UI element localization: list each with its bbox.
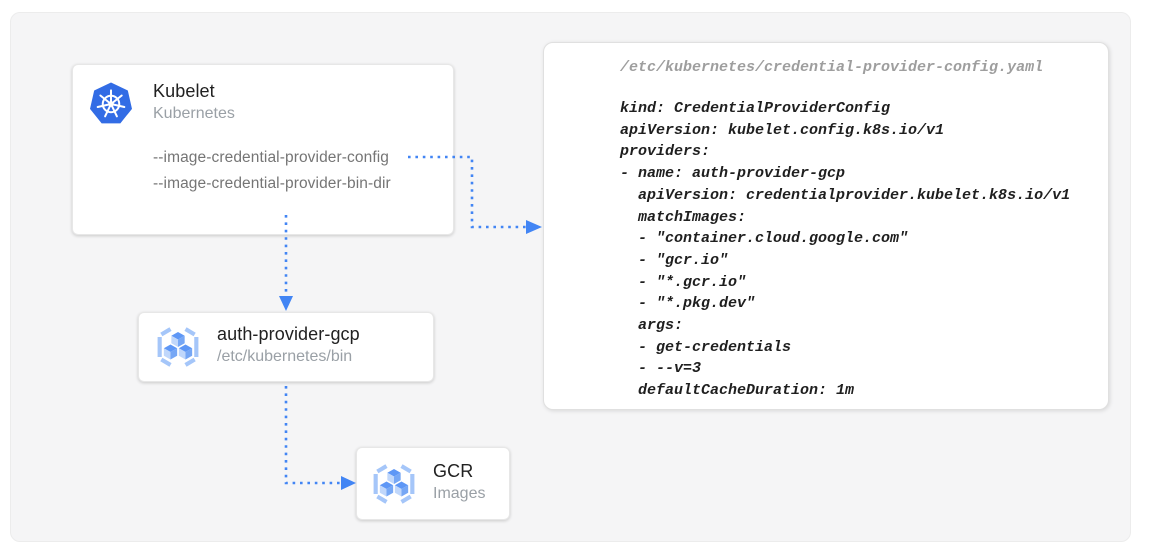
kubernetes-icon (90, 82, 132, 124)
config-yaml-code: kind: CredentialProviderConfig apiVersio… (620, 100, 1071, 400)
gcr-subtitle: Images (433, 485, 486, 502)
auth-provider-title: auth-provider-gcp (217, 324, 360, 344)
kubelet-subtitle: Kubernetes (153, 105, 235, 122)
kubelet-title: Kubelet (153, 81, 215, 101)
auth-provider-subtitle: /etc/kubernetes/bin (217, 348, 353, 365)
gcr-icon (157, 327, 199, 367)
config-file-card: /etc/kubernetes/credential-provider-conf… (543, 42, 1109, 410)
kubelet-flags: --image-credential-provider-config --ima… (153, 145, 391, 197)
kubelet-flag-bin-dir: --image-credential-provider-bin-dir (153, 175, 391, 192)
config-file-path: /etc/kubernetes/credential-provider-conf… (620, 59, 1044, 76)
gcr-card: GCR Images (356, 447, 510, 520)
gcr-icon (373, 464, 415, 504)
gcr-title: GCR (433, 461, 474, 481)
kubelet-flag-config: --image-credential-provider-config (153, 149, 389, 166)
auth-provider-gcp-card: auth-provider-gcp /etc/kubernetes/bin (138, 312, 434, 382)
kubelet-card: Kubelet Kubernetes --image-credential-pr… (72, 64, 454, 235)
